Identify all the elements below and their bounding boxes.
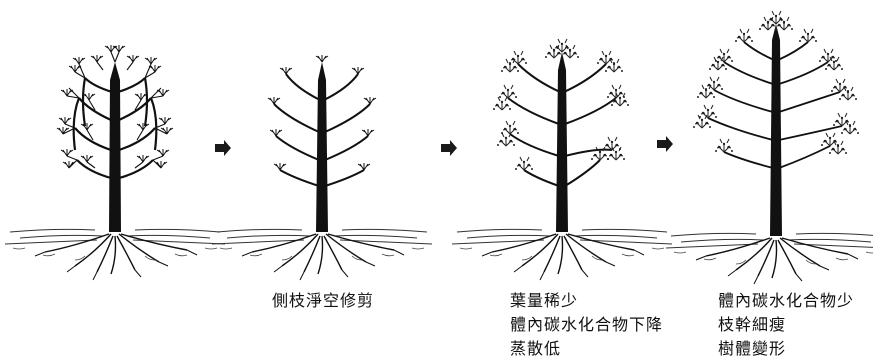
tree-pruned-icon: [211, 54, 433, 281]
arrow-right-icon: [215, 140, 231, 156]
tree-deformed-icon: [665, 10, 873, 285]
caption-line: 體內碳水化合物少: [718, 291, 855, 310]
stage-3-caption: 葉量稀少 體內碳水化合物下降 蒸散低: [510, 289, 663, 361]
stage-4-caption: 體內碳水化合物少 枝幹細瘦 樹體變形: [718, 289, 854, 361]
tree-sparse-icon: [451, 38, 673, 281]
caption-line: 蒸散低: [510, 339, 562, 358]
caption-line: 體內碳水化合物下降: [510, 315, 664, 334]
tree-full-icon: [4, 44, 226, 281]
caption-line: 枝幹細瘦: [718, 315, 787, 334]
arrow-right-icon: [441, 140, 457, 156]
caption-line: 葉量稀少: [510, 291, 579, 310]
stage-2-caption: 側枝淨空修剪: [272, 289, 374, 313]
caption-line: 側枝淨空修剪: [272, 291, 375, 310]
arrow-right-icon: [657, 136, 673, 152]
caption-line: 樹體變形: [718, 339, 787, 358]
